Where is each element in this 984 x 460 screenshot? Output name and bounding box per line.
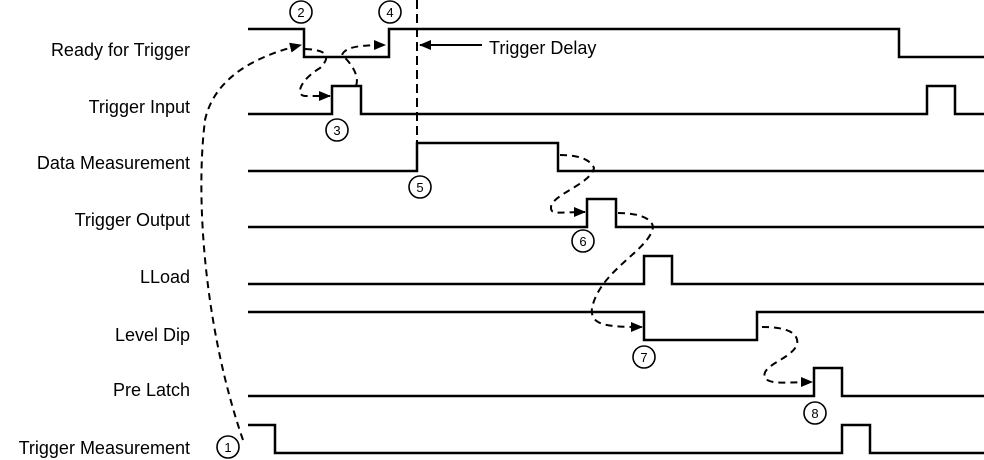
step-marker-6: 6 [571, 229, 595, 253]
waveform-lload [248, 254, 984, 286]
step-marker-8: 8 [803, 401, 827, 425]
signal-label-level-dip: Level Dip [115, 325, 190, 345]
waveform-data-measurement [248, 141, 984, 173]
signal-label-ready-for-trigger: Ready for Trigger [51, 40, 190, 60]
causal-arrow-1-to-2 [200, 42, 302, 441]
step-marker-5: 5 [408, 175, 432, 199]
waveforms [248, 27, 984, 455]
waveform-trigger-measurement [248, 423, 984, 455]
step-marker-1: 1 [216, 435, 240, 459]
svg-text:4: 4 [386, 5, 393, 20]
step-marker-2: 2 [289, 0, 313, 24]
waveform-pre-latch [248, 366, 984, 398]
causal-arrow-6-to-7 [590, 212, 655, 332]
signal-label-lload: LLoad [140, 267, 190, 287]
causal-arrow-5-to-6 [549, 154, 596, 218]
signal-label-data-measurement: Data Measurement [37, 153, 190, 173]
step-marker-7: 7 [632, 345, 656, 369]
causal-arrow-2-to-3 [299, 48, 331, 101]
svg-text:7: 7 [640, 350, 647, 365]
svg-text:3: 3 [333, 123, 340, 138]
signal-label-trigger-output: Trigger Output [75, 210, 190, 230]
causal-arrow-3-to-4 [340, 40, 386, 87]
waveform-trigger-output [248, 197, 984, 229]
svg-text:5: 5 [416, 180, 423, 195]
svg-text:2: 2 [297, 5, 304, 20]
waveform-trigger-input [248, 84, 984, 116]
svg-text:8: 8 [811, 406, 818, 421]
causal-arrow-7-to-8 [761, 326, 813, 388]
signal-label-trigger-measurement: Trigger Measurement [19, 438, 190, 458]
step-marker-3: 3 [325, 118, 349, 142]
svg-text:6: 6 [579, 234, 586, 249]
trigger-delay-label: Trigger Delay [489, 38, 596, 58]
svg-text:1: 1 [224, 440, 231, 455]
step-marker-4: 4 [378, 0, 402, 24]
signal-label-trigger-input: Trigger Input [89, 97, 190, 117]
signal-label-pre-latch: Pre Latch [113, 380, 190, 400]
waveform-ready-for-trigger [248, 27, 984, 59]
waveform-level-dip [248, 310, 984, 342]
